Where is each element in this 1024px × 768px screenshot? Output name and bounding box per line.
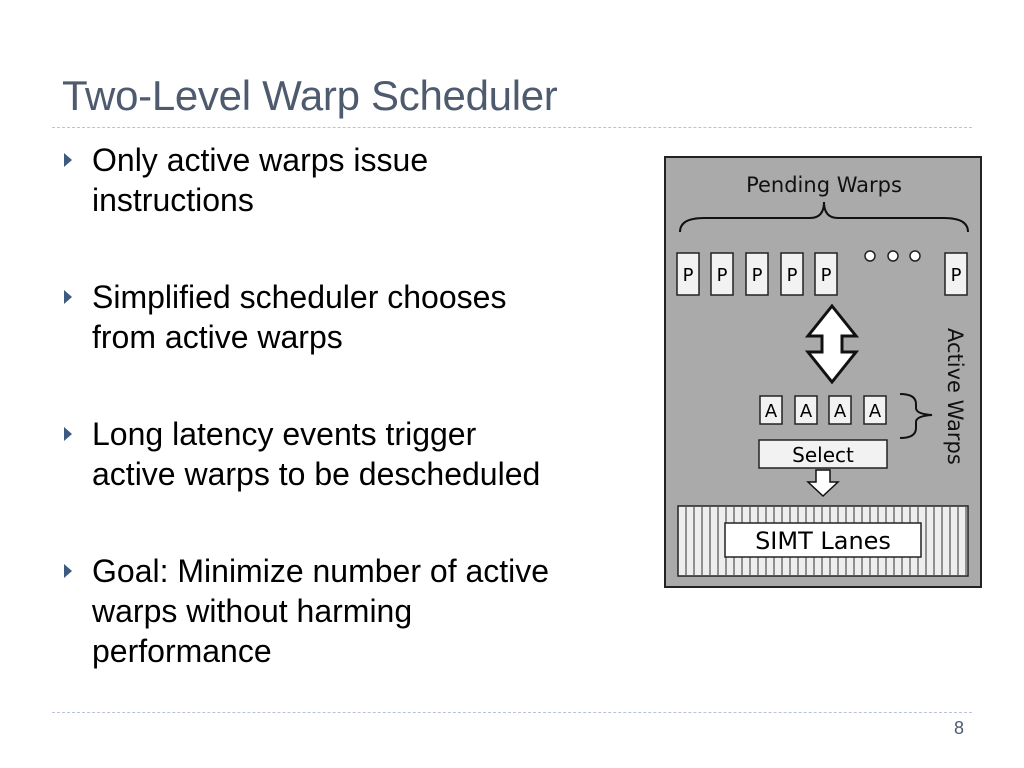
pending-warp-row: P P P P P P xyxy=(676,250,968,296)
pending-brace xyxy=(679,201,969,233)
bullet-text-line: warps without harming xyxy=(92,593,413,629)
pending-warp-box xyxy=(710,252,734,296)
bullet-text-line: from active warps xyxy=(92,319,343,355)
bullet-text-line: Simplified scheduler chooses xyxy=(92,279,507,315)
pending-warp-label: P xyxy=(951,265,962,286)
active-warp-label: A xyxy=(765,401,778,422)
pending-warp-label: P xyxy=(752,265,763,286)
pending-warp-box xyxy=(676,252,700,296)
active-warp-row: A A A A xyxy=(759,395,887,425)
ellipsis-dot xyxy=(864,250,876,262)
bullet-text-line: active warps to be descheduled xyxy=(92,456,541,492)
bullet-item: Long latency events trigger active warps… xyxy=(62,414,642,551)
active-warp-box xyxy=(828,395,852,425)
ellipsis-dot xyxy=(909,250,921,262)
bullet-item: Only active warps issue instructions xyxy=(62,140,642,277)
bullet-item: Goal: Minimize number of active warps wi… xyxy=(62,551,642,688)
bullet-text-line: performance xyxy=(92,633,272,669)
pending-warp-label: P xyxy=(821,265,832,286)
bullet-list: Only active warps issue instructions Sim… xyxy=(62,140,642,688)
select-label: Select xyxy=(792,443,854,467)
pending-warp-box xyxy=(814,252,838,296)
simt-lanes-label: SIMT Lanes xyxy=(755,527,891,555)
page-number: 8 xyxy=(953,718,964,738)
bullet-item: Simplified scheduler chooses from active… xyxy=(62,277,642,414)
pending-warps-label: Pending Warps xyxy=(746,173,902,197)
title-divider xyxy=(52,127,972,128)
bullet-arrow-icon xyxy=(64,564,72,578)
footer-divider xyxy=(52,712,972,713)
bullet-text-line: Goal: Minimize number of active xyxy=(92,553,550,589)
ellipsis-dot xyxy=(887,250,899,262)
simt-label-box xyxy=(724,522,922,558)
swap-double-arrow-icon xyxy=(804,303,860,385)
pending-warp-box xyxy=(745,252,769,296)
active-warps-label: Active Warps xyxy=(943,328,967,465)
down-arrow-icon xyxy=(806,469,840,498)
bullet-arrow-icon xyxy=(64,427,72,441)
warp-scheduler-diagram: Pending Warps P P P P P P A A A A Active… xyxy=(664,156,982,588)
bullet-arrow-icon xyxy=(64,153,72,167)
active-warp-label: A xyxy=(800,401,813,422)
bullet-arrow-icon xyxy=(64,290,72,304)
bullet-text-line: instructions xyxy=(92,182,254,218)
pending-warp-label: P xyxy=(787,265,798,286)
active-warp-box xyxy=(794,395,818,425)
select-box xyxy=(758,439,888,469)
bullet-text-line: Only active warps issue xyxy=(92,142,429,178)
active-warp-box xyxy=(759,395,783,425)
bullet-text-line: Long latency events trigger xyxy=(92,416,477,452)
active-warp-label: A xyxy=(834,401,847,422)
active-warp-box xyxy=(863,395,887,425)
pending-warp-label: P xyxy=(683,265,694,286)
active-warp-label: A xyxy=(869,401,882,422)
pending-warp-label: P xyxy=(717,265,728,286)
pending-warp-box xyxy=(780,252,804,296)
active-brace xyxy=(899,393,933,439)
pending-warp-box xyxy=(944,252,968,296)
slide-title: Two-Level Warp Scheduler xyxy=(62,72,558,119)
